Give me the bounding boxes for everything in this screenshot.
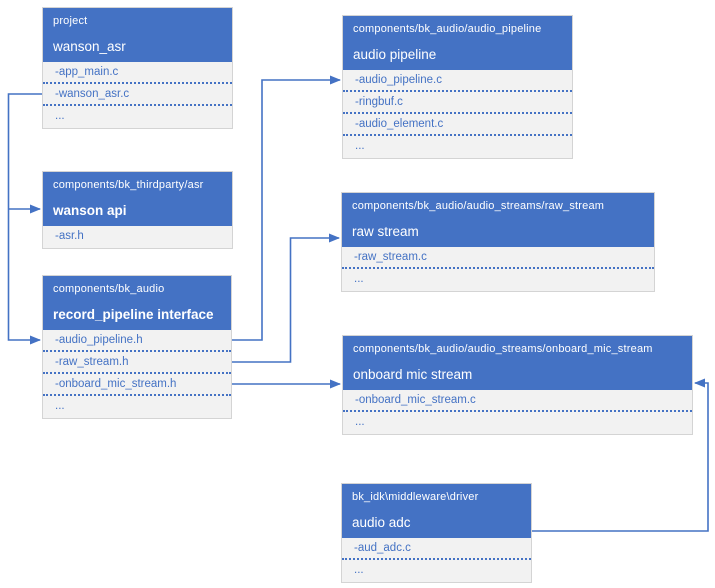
box-onboard-mic-stream: components/bk_audio/audio_streams/onboar… xyxy=(342,335,693,435)
box-title: onboard mic stream xyxy=(353,367,473,382)
box-raw-stream: components/bk_audio/audio_streams/raw_st… xyxy=(341,192,655,292)
box-title: wanson api xyxy=(53,203,127,218)
box-audio-pipeline-header: components/bk_audio/audio_pipeline audio… xyxy=(343,16,572,70)
file-item-ellipsis: ... xyxy=(55,110,65,122)
file-item-ellipsis: ... xyxy=(355,140,365,152)
file-item-ellipsis: ... xyxy=(354,273,364,285)
file-item-ellipsis: ... xyxy=(55,400,65,412)
box-onboard-mic-header: components/bk_audio/audio_streams/onboar… xyxy=(343,336,692,390)
box-file-list: -aud_adc.c ... xyxy=(342,538,531,582)
box-audio-pipeline: components/bk_audio/audio_pipeline audio… xyxy=(342,15,573,159)
file-item: -audio_pipeline.h xyxy=(43,330,231,352)
box-file-list: -raw_stream.c ... xyxy=(342,247,654,291)
box-title: audio pipeline xyxy=(353,47,437,62)
box-path: components/bk_thirdparty/asr xyxy=(53,179,204,191)
box-path: project xyxy=(53,15,88,27)
file-item: -audio_pipeline.c xyxy=(343,70,572,92)
file-item: -app_main.c xyxy=(43,62,232,84)
box-raw-stream-header: components/bk_audio/audio_streams/raw_st… xyxy=(342,193,654,247)
box-wanson-asr: project wanson_asr -app_main.c -wanson_a… xyxy=(42,7,233,129)
box-file-list: -asr.h xyxy=(43,226,232,248)
box-record-pipeline-interface: components/bk_audio record_pipeline inte… xyxy=(42,275,232,419)
box-audio-adc-header: bk_idk\middleware\driver audio adc xyxy=(342,484,531,538)
box-wanson-api: components/bk_thirdparty/asr wanson api … xyxy=(42,171,233,249)
box-path: bk_idk\middleware\driver xyxy=(352,491,479,503)
box-file-list: -onboard_mic_stream.c ... xyxy=(343,390,692,434)
box-title: raw stream xyxy=(352,224,419,239)
file-item: -raw_stream.h xyxy=(43,352,231,374)
file-item: -ringbuf.c xyxy=(343,92,572,114)
box-wanson-api-header: components/bk_thirdparty/asr wanson api xyxy=(43,172,232,226)
box-path: components/bk_audio/audio_streams/raw_st… xyxy=(352,200,605,212)
file-item: -raw_stream.c xyxy=(342,247,654,269)
box-audio-adc: bk_idk\middleware\driver audio adc -aud_… xyxy=(341,483,532,583)
connector-wansonasr-to-recordpipeline xyxy=(7,93,42,345)
box-title: audio adc xyxy=(352,515,411,530)
box-file-list: -audio_pipeline.h -raw_stream.h -onboard… xyxy=(43,330,231,418)
file-item: -asr.h xyxy=(55,230,84,242)
box-title: wanson_asr xyxy=(53,39,126,54)
connector-recordpipeline-to-rawstream xyxy=(232,233,340,363)
file-item: -onboard_mic_stream.h xyxy=(43,374,231,396)
file-item: -audio_element.c xyxy=(343,114,572,136)
box-record-pipeline-header: components/bk_audio record_pipeline inte… xyxy=(43,276,231,330)
box-path: components/bk_audio/audio_streams/onboar… xyxy=(353,343,653,355)
box-file-list: -audio_pipeline.c -ringbuf.c -audio_elem… xyxy=(343,70,572,158)
box-title: record_pipeline interface xyxy=(53,307,214,322)
file-item: -onboard_mic_stream.c xyxy=(343,390,692,412)
box-path: components/bk_audio/audio_pipeline xyxy=(353,23,542,35)
box-wanson-asr-header: project wanson_asr xyxy=(43,8,232,62)
connector-recordpipeline-to-audiopipeline xyxy=(232,75,341,341)
box-path: components/bk_audio xyxy=(53,283,165,295)
file-item: -aud_adc.c xyxy=(342,538,531,560)
file-item-ellipsis: ... xyxy=(355,416,365,428)
box-file-list: -app_main.c -wanson_asr.c ... xyxy=(43,62,232,128)
file-item-ellipsis: ... xyxy=(354,564,364,576)
file-item: -wanson_asr.c xyxy=(43,84,232,106)
